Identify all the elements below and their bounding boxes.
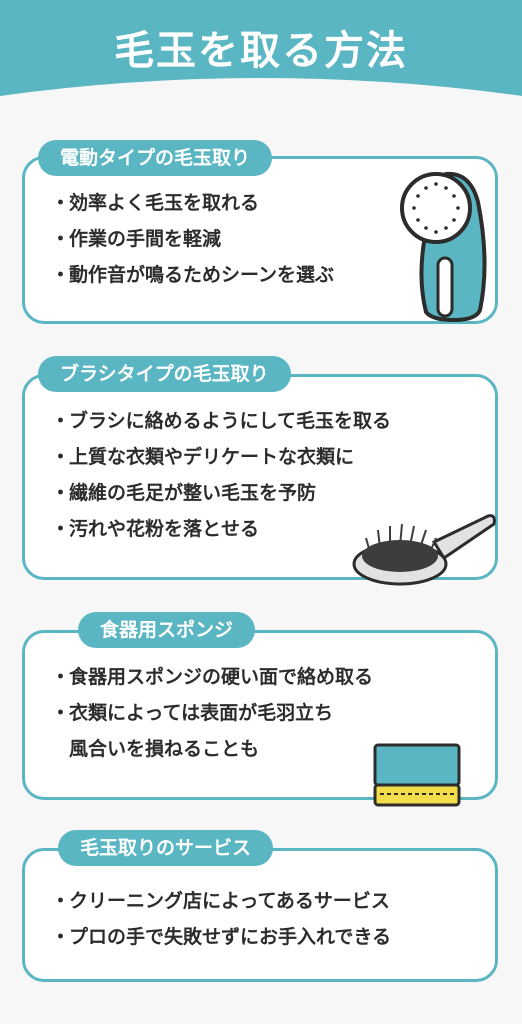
section-card-service: ・クリーニング店によってあるサービス ・プロの手で失敗せずにお手入れできる — [22, 848, 498, 982]
section-list: ・クリーニング店によってあるサービス ・プロの手で失敗せずにお手入れできる — [47, 883, 391, 955]
list-item: ・食器用スポンジの硬い面で絡め取る — [51, 666, 374, 688]
lint-brush-icon — [352, 514, 496, 586]
list-item: ・上質な衣類やデリケートな衣類に — [51, 446, 355, 468]
section-list: ・食器用スポンジの硬い面で絡め取る ・衣類によっては表面が毛羽立ち 風合いを損ね… — [47, 659, 373, 767]
header-banner: 毛玉を取る方法 — [0, 0, 522, 110]
list-item: ・動作音が鳴るためシーンを選ぶ — [51, 264, 335, 286]
list-item: ・クリーニング店によってあるサービス — [51, 890, 390, 912]
list-item: ・ブラシに絡めるようにして毛玉を取る — [51, 410, 392, 432]
list-item: ・汚れや花粉を落とせる — [51, 518, 260, 540]
section-list: ・ブラシに絡めるようにして毛玉を取る ・上質な衣類やデリケートな衣類に ・繊維の… — [47, 403, 391, 547]
list-item: ・作業の手間を軽減 — [51, 228, 222, 250]
section-label-electric: 電動タイプの毛玉取り — [38, 140, 273, 176]
page-title: 毛玉を取る方法 — [114, 28, 408, 74]
electric-lint-remover-icon — [400, 171, 487, 322]
section-list: ・効率よく毛玉を取れる ・作業の手間を軽減 ・動作音が鳴るためシーンを選ぶ — [47, 185, 334, 293]
section-label-brush: ブラシタイプの毛玉取り — [38, 356, 291, 392]
section-label-service: 毛玉取りのサービス — [58, 830, 274, 866]
list-item-continuation: 風合いを損ねることも — [69, 738, 260, 760]
list-item: ・効率よく毛玉を取れる — [51, 192, 260, 214]
list-item: ・繊維の毛足が整い毛玉を予防 — [51, 482, 317, 504]
list-item: ・プロの手で失敗せずにお手入れできる — [51, 926, 392, 948]
sponge-icon — [373, 743, 461, 807]
section-label-sponge: 食器用スポンジ — [78, 612, 256, 648]
list-item: ・衣類によっては表面が毛羽立ち — [51, 702, 334, 724]
header-wave-background — [0, 0, 522, 96]
